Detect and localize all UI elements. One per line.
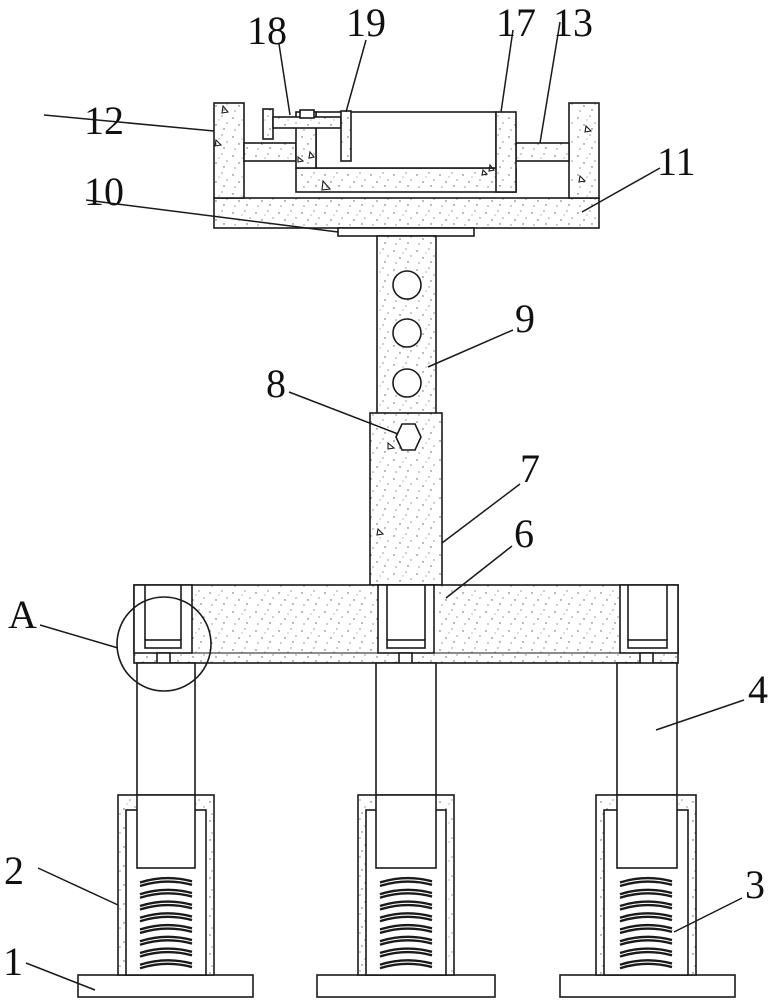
label-8: 8 xyxy=(266,361,286,406)
label-7: 7 xyxy=(520,446,540,491)
label-9: 9 xyxy=(515,296,535,341)
label-1: 1 xyxy=(3,939,23,984)
right-base-plate xyxy=(559,974,736,998)
label-11: 11 xyxy=(657,139,696,184)
adjust-screw-nut xyxy=(299,109,315,119)
base-group xyxy=(77,794,736,998)
center-spring xyxy=(379,876,433,970)
label-10: 10 xyxy=(84,169,124,214)
label-2: 2 xyxy=(4,848,24,893)
right-spring-3 xyxy=(619,876,673,970)
right-clamp-jaw xyxy=(495,111,517,193)
top-connector-block xyxy=(337,227,475,237)
column-group xyxy=(369,235,443,586)
springs xyxy=(139,876,673,970)
left-base-plate xyxy=(77,974,254,998)
label-6: 6 xyxy=(514,511,534,556)
label-12: 12 xyxy=(84,98,124,143)
top-platform-group xyxy=(213,102,600,237)
label-18: 18 xyxy=(247,8,287,53)
top-base-plate xyxy=(213,197,600,229)
locking-bolt xyxy=(395,423,422,451)
left-upright xyxy=(213,102,245,199)
adjust-hole-1 xyxy=(392,270,422,300)
adjust-hole-3 xyxy=(392,368,422,398)
label-17: 17 xyxy=(496,0,536,45)
left-guide-rail xyxy=(243,142,297,162)
cross-beam-group xyxy=(133,584,679,668)
label-3: 3 xyxy=(745,862,765,907)
right-guide-rail xyxy=(515,142,570,162)
clamp-tray-bottom xyxy=(295,167,517,193)
detail-circle-a xyxy=(116,596,212,692)
label-13: 13 xyxy=(553,0,593,45)
label-a: A xyxy=(8,592,37,637)
label-4: 4 xyxy=(748,667,768,712)
pressing-plate xyxy=(340,110,352,162)
center-base-plate xyxy=(316,974,496,998)
adjust-screw-handle xyxy=(262,108,274,140)
label-19: 19 xyxy=(346,0,386,45)
left-spring xyxy=(139,876,193,970)
part-labels: 1 2 3 4 6 7 8 9 10 11 12 13 17 18 19 A xyxy=(3,0,768,984)
leader-lines xyxy=(25,21,745,991)
right-upright xyxy=(568,102,600,199)
adjust-hole-2 xyxy=(392,318,422,348)
